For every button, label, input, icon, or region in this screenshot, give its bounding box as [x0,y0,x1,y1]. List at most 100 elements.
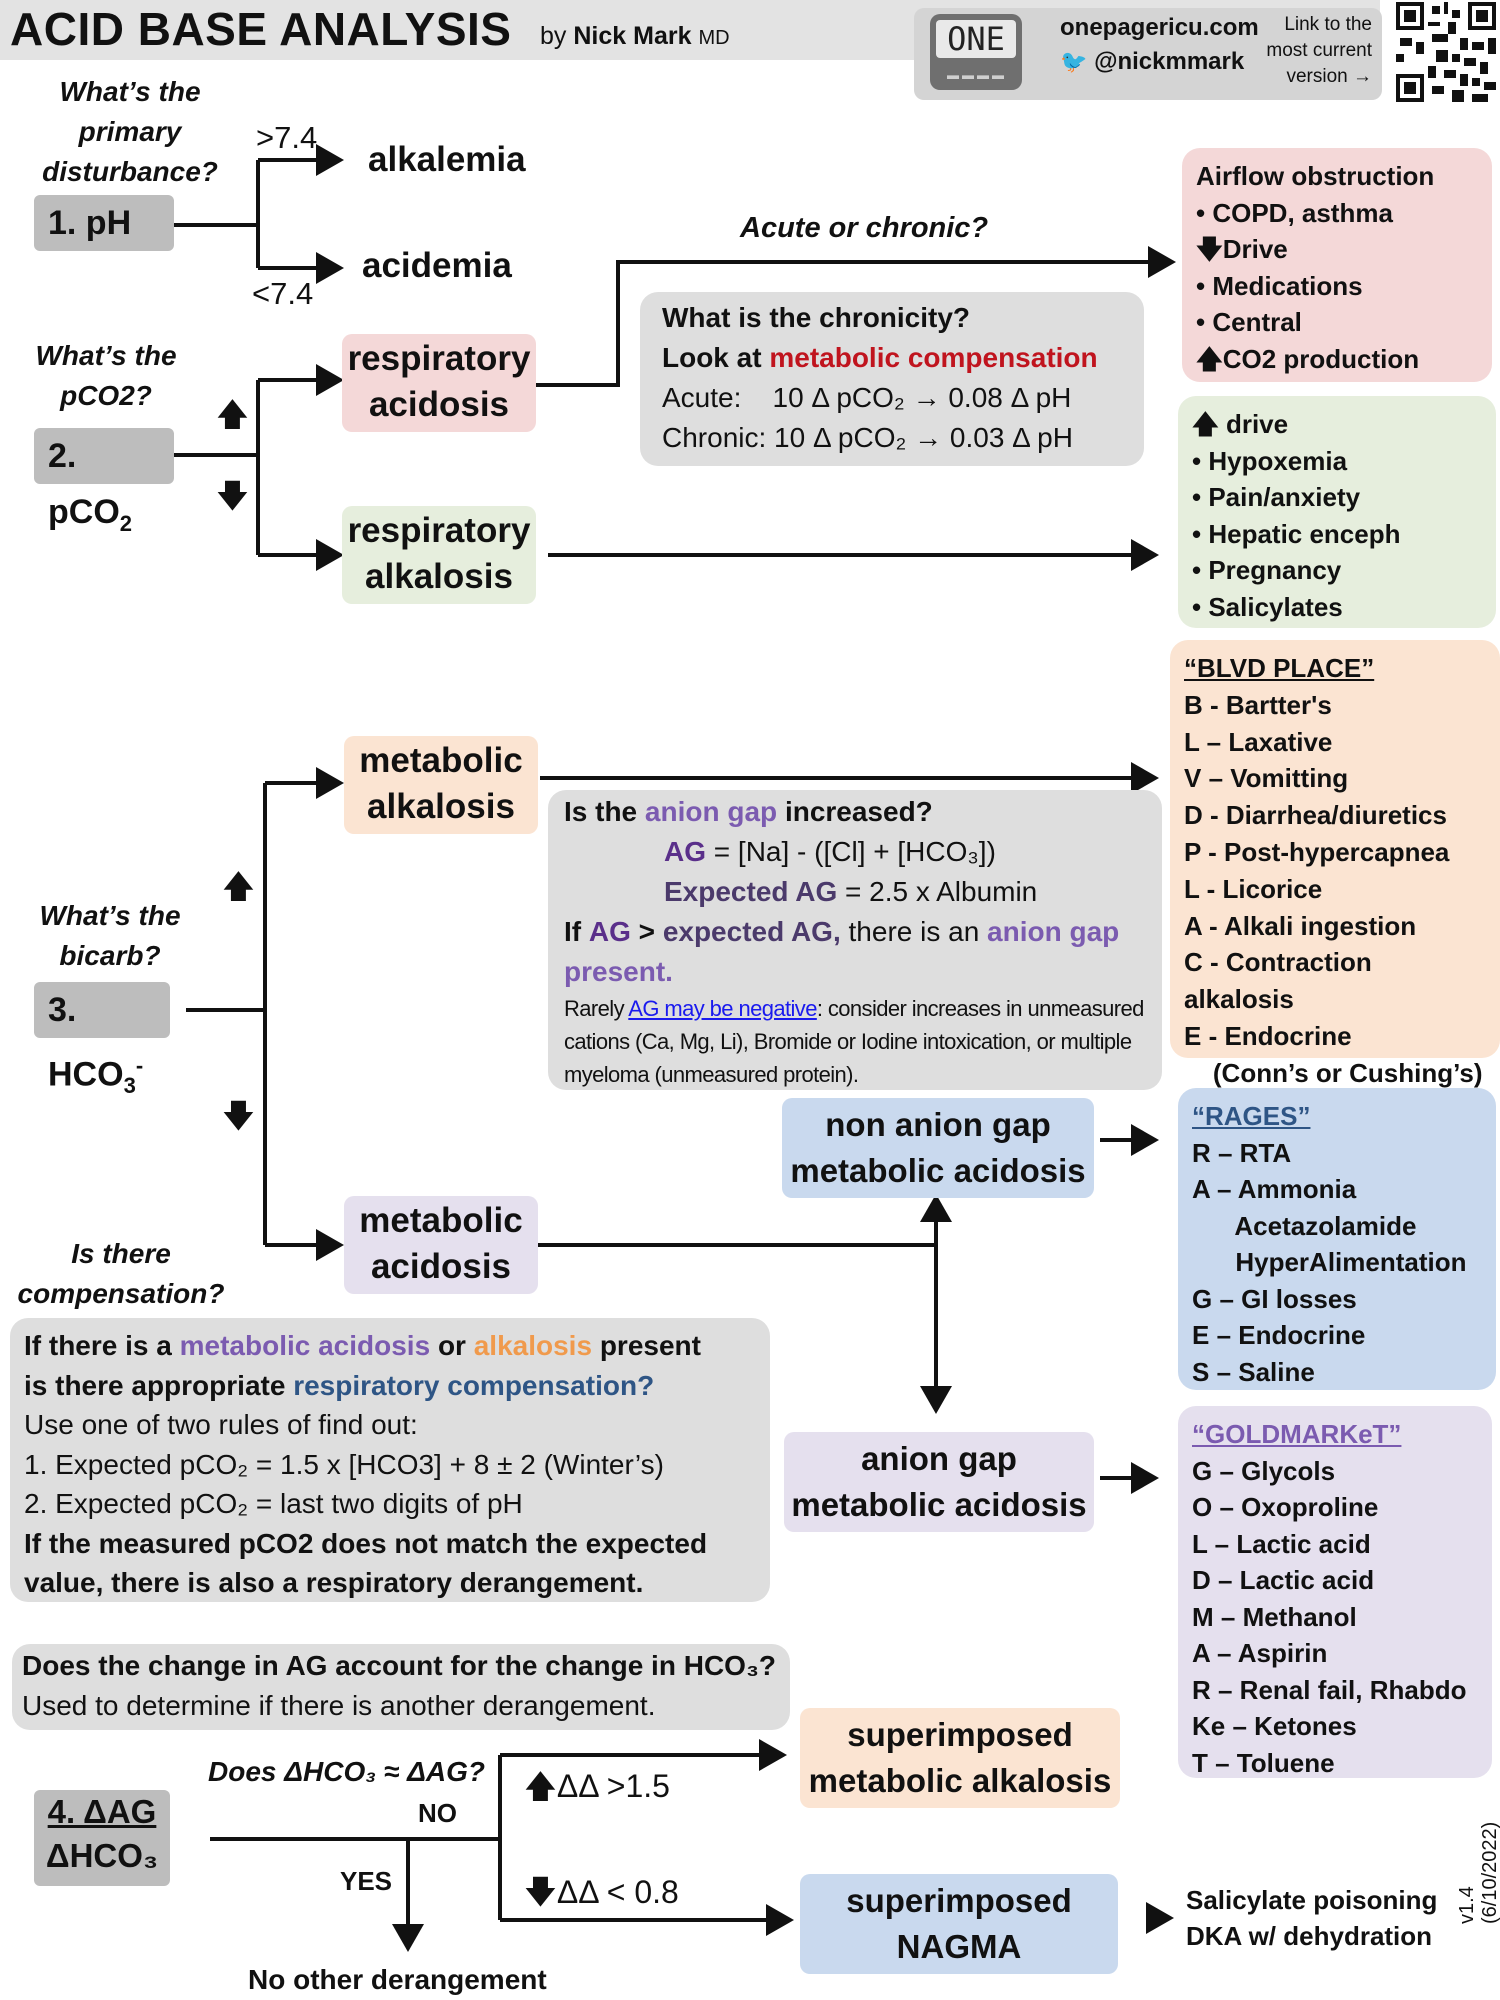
rages-item: S – Saline [1192,1356,1315,1387]
airflow-item: • Medications [1196,270,1363,301]
delta-high-threshold: 🡅ΔΔ >1.5 [524,1768,670,1804]
nagma-node: non anion gap metabolic acidosis [782,1098,1094,1198]
step-delta-top: 4. ΔAG [47,1793,157,1830]
delta-q1: Does the change in AG account for the ch… [22,1650,776,1681]
airflow-item: • Central [1196,307,1302,337]
ph-low-threshold: <7.4 [252,276,314,311]
blvd-item: A - Alkali ingestion [1184,910,1417,941]
acute-rule: Acute: 10 Δ pCO₂ → 0.08 Δ pH [662,382,1072,413]
expected-ag-text: = 2.5 x Albumin [845,876,1038,907]
comp-l1a: If there is a [24,1330,172,1361]
ag-formula-text: = [Na] - ([Cl] + [HCO₃]) [713,836,996,867]
ag-negative-link[interactable]: AG may be negative [628,996,817,1021]
ag-formula: AG = [Na] - ([Cl] + [HCO₃]) [564,832,1146,872]
chronicity-box: What is the chronicity? Look at metaboli… [640,292,1144,466]
metabolic-acidosis-node: metabolic acidosis [344,1196,538,1294]
bicarb-question: What’s the bicarb? [39,900,181,971]
superimposed-met-alk-node: superimposed metabolic alkalosis [800,1708,1120,1808]
ph-high-threshold: >7.4 [256,120,318,155]
pco2-question: What’s the pCO2? [35,340,177,411]
primary-disturbance-question: What’s the primary disturbance? [42,76,218,187]
compensation-box: If there is a metabolic acidosis or alka… [10,1318,770,1602]
increased-drive-box: 🡅 drive • Hypoxemia • Pain/anxiety • Hep… [1178,396,1496,628]
arrow-up-icon: 🡅 [216,396,249,432]
ag-if-line: If AG > expected AG, there is an anion g… [564,912,1146,992]
step-delta-bot: ΔHCO₃ [45,1837,159,1874]
comp-line6: If the measured pCO2 does not match the … [24,1527,708,1599]
step-pco2: 2. pCO2 [34,428,174,536]
goldmarket-item: D – Lactic acid [1192,1565,1375,1595]
drive-item: • Pain/anxiety [1192,482,1361,512]
metabolic-alkalosis-node: metabolic alkalosis [344,736,538,834]
comp-l1b: metabolic acidosis [179,1330,431,1361]
rages-box: “RAGES” R – RTA A – Ammonia Acetazolamid… [1178,1088,1496,1390]
ag-if1: If [564,916,582,947]
comp-l1e: present [599,1330,701,1361]
goldmarket-item: T – Toluene [1192,1747,1335,1778]
drive-item: • Pregnancy [1192,555,1342,585]
author-name: Nick Mark [573,22,692,50]
blvd-place-box: “BLVD PLACE” B - Bartter's L – Laxative … [1170,640,1500,1088]
logo-dots: ▬▬▬▬ [947,68,1007,82]
logo-text: ONE [936,20,1016,58]
twitter-handle[interactable]: 🐦 @nickmmark [1060,48,1244,76]
delta-q2: Used to determine if there is another de… [22,1690,656,1721]
airflow-item: 🡅CO2 production [1196,343,1420,374]
goldmarket-item: G – Glycols [1192,1455,1336,1486]
site-link[interactable]: onepagericu.com [1060,14,1259,41]
ag-q2: anion gap [644,796,778,827]
qr-code-icon[interactable] [1396,2,1496,102]
ag-if5: there is an [848,916,980,947]
step-hco3-sup: - [135,1053,144,1078]
arrow-down-icon: 🡇 [222,1098,255,1134]
ag-rare1: Rarely [564,996,625,1021]
ag-rare-note: Rarely AG may be negative: consider incr… [564,992,1146,1091]
step-hco3-sub: 3 [123,1073,136,1099]
blvd-item: B - Bartter's [1184,689,1332,720]
drive-item: • Salicylates [1192,591,1343,622]
step-ph: 1. pH [34,195,174,251]
arrow-down-icon: 🡇 [216,478,249,514]
ag-q1: Is the [564,796,638,827]
ag-q3: increased? [784,796,933,827]
comp-l1c: or [437,1330,466,1361]
drive-item: • Hepatic enceph [1192,518,1401,549]
author-suffix: MD [698,27,730,49]
no-other-derangement: No other derangement [248,1964,547,1995]
byline: by Nick Mark MD [540,22,730,51]
agma-node: anion gap metabolic acidosis [784,1432,1094,1532]
respiratory-alkalosis-node: respiratory alkalosis [342,506,536,604]
ag-if3: > [638,916,656,947]
blvd-item: V – Vomitting [1184,763,1349,794]
chronicity-question: What is the chronicity? [662,302,971,333]
airflow-item: 🡇Drive [1196,234,1288,264]
superimposed-nagma-causes: Salicylate poisoning DKA w/ dehydration [1186,1885,1438,1951]
version-label: v1.4 (6/10/2022) [1456,1821,1500,1924]
compensation-question: Is there compensation? [17,1238,225,1309]
step-delta: 4. ΔAG ΔHCO₃ [34,1790,170,1886]
expected-ag-formula: Expected AG = 2.5 x Albumin [564,872,1146,912]
comp-line1: If there is a metabolic acidosis or alka… [24,1326,756,1366]
ag-if2: AG [588,916,631,947]
ag-if4: expected AG, [662,916,841,947]
anion-gap-box: Is the anion gap increased? AG = [Na] - … [548,790,1162,1090]
rages-item: G – GI losses [1192,1283,1357,1314]
ag-rare2: : consider increases in unmeasured catio… [564,996,1144,1087]
blvd-item: L – Laxative [1184,726,1333,757]
link-to-current[interactable]: Link to the most current version → [1266,14,1372,87]
airflow-obstruction-box: Airflow obstruction • COPD, asthma 🡇Driv… [1182,148,1492,382]
chronic-rule: Chronic: 10 Δ pCO₂ → 0.03 Δ pH [662,422,1073,453]
comp-l1d: alkalosis [473,1330,593,1361]
ag-if6: anion gap present. [564,916,1120,987]
superimposed-nagma-node: superimposed NAGMA [800,1874,1118,1974]
goldmarket-title: “GOLDMARKeT” [1192,1419,1402,1449]
drive-title: 🡅 drive [1192,409,1289,439]
blvd-title: “BLVD PLACE” [1184,653,1375,683]
goldmarket-item: M – Methanol [1192,1601,1357,1632]
rages-item: A – Ammonia [1192,1174,1357,1204]
airflow-title: Airflow obstruction [1196,161,1435,191]
step-hco3: 3. HCO3- [34,982,170,1098]
arrow-up-icon: 🡅 [222,868,255,904]
expected-ag-label: Expected AG [664,876,838,907]
goldmarket-item: O – Oxoproline [1192,1492,1379,1522]
